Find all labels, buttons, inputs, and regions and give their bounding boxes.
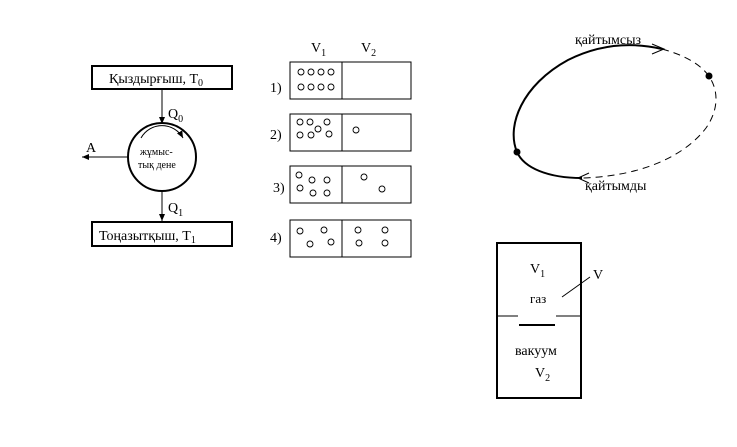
- irreversible-arrowhead: [651, 43, 666, 55]
- row-label: 4): [270, 231, 282, 246]
- container-box: [289, 113, 412, 152]
- reversible-label: қайтымды: [585, 179, 647, 194]
- container-box: [289, 165, 412, 204]
- molecule: [323, 176, 331, 184]
- molecule: [354, 226, 362, 234]
- molecule: [295, 171, 303, 179]
- molecule: [327, 68, 335, 76]
- container-box: [289, 219, 412, 258]
- molecule: [296, 184, 304, 192]
- cooler-label: Тоңазытқыш, T1: [99, 229, 196, 246]
- vessel-box: [496, 242, 582, 399]
- work-label: A: [86, 141, 97, 156]
- working-body-line2: тық дене: [138, 160, 176, 171]
- valve-pointer: [561, 276, 591, 298]
- vessel-v1-label: V1: [530, 262, 545, 280]
- molecule: [308, 176, 316, 184]
- expansion-row: 4): [270, 219, 412, 258]
- rotation-arrow: [140, 125, 184, 139]
- reversible-path: [512, 44, 717, 180]
- molecule: [307, 68, 315, 76]
- molecule: [307, 131, 315, 139]
- vessel-v2-label: V2: [535, 366, 550, 384]
- molecule: [297, 68, 305, 76]
- heater-label: Қыздырғыш, T0: [109, 72, 203, 89]
- row-label: 3): [273, 181, 285, 196]
- expansion-v1-header: V1: [311, 41, 326, 59]
- vessel-diagram: V1 газ V вакуум V2: [496, 242, 603, 399]
- molecule: [352, 126, 360, 134]
- molecule: [317, 83, 325, 91]
- molecule: [320, 226, 328, 234]
- irreversible-path: [581, 47, 718, 180]
- molecule: [309, 189, 317, 197]
- expansion-row: 2): [270, 113, 412, 152]
- molecule: [355, 239, 363, 247]
- row-label: 2): [270, 128, 282, 143]
- molecule: [323, 189, 331, 197]
- vessel-vacuum-label: вакуум: [515, 344, 557, 359]
- row-label: 1): [270, 81, 282, 96]
- state-point: [705, 72, 713, 80]
- molecule: [360, 173, 368, 181]
- reversible-arrowhead: [576, 172, 590, 184]
- cooler-box: [91, 221, 233, 247]
- molecule: [296, 118, 304, 126]
- molecule: [306, 118, 314, 126]
- molecules: [295, 171, 386, 197]
- expansion-row: 1): [270, 61, 412, 100]
- molecule: [296, 227, 304, 235]
- expansion-row: 3): [273, 165, 412, 204]
- molecule: [381, 226, 389, 234]
- working-body-line1: жұмыс-: [139, 147, 173, 158]
- molecule: [307, 83, 315, 91]
- irreversible-dashed-path: [581, 48, 717, 179]
- molecule: [317, 68, 325, 76]
- heat-engine-diagram: Қыздырғыш, T0 Q0 жұмыс- тық дене A Q1 То…: [82, 65, 233, 247]
- q1-label: Q1: [168, 201, 183, 219]
- molecule: [297, 83, 305, 91]
- molecule: [378, 185, 386, 193]
- expansion-v2-header: V2: [361, 41, 376, 59]
- irreversible-label: қайтымсыз: [575, 33, 642, 48]
- molecule: [327, 83, 335, 91]
- molecule: [325, 130, 333, 138]
- molecules: [297, 68, 335, 91]
- molecule: [306, 240, 314, 248]
- molecule: [296, 131, 304, 139]
- molecules: [296, 118, 360, 139]
- molecule: [314, 125, 322, 133]
- expansion-diagram: V1 V2 1) 2): [270, 41, 412, 258]
- q0-label: Q0: [168, 107, 183, 125]
- cycle-diagram: қайтымсыз қайтымды: [512, 33, 718, 194]
- valve-label: V: [593, 268, 603, 283]
- state-point: [513, 148, 521, 156]
- molecule: [323, 118, 331, 126]
- molecules: [296, 226, 389, 248]
- molecule: [381, 239, 389, 247]
- container-box: [289, 61, 412, 100]
- molecule: [327, 238, 335, 246]
- vessel-gas-label: газ: [530, 291, 546, 306]
